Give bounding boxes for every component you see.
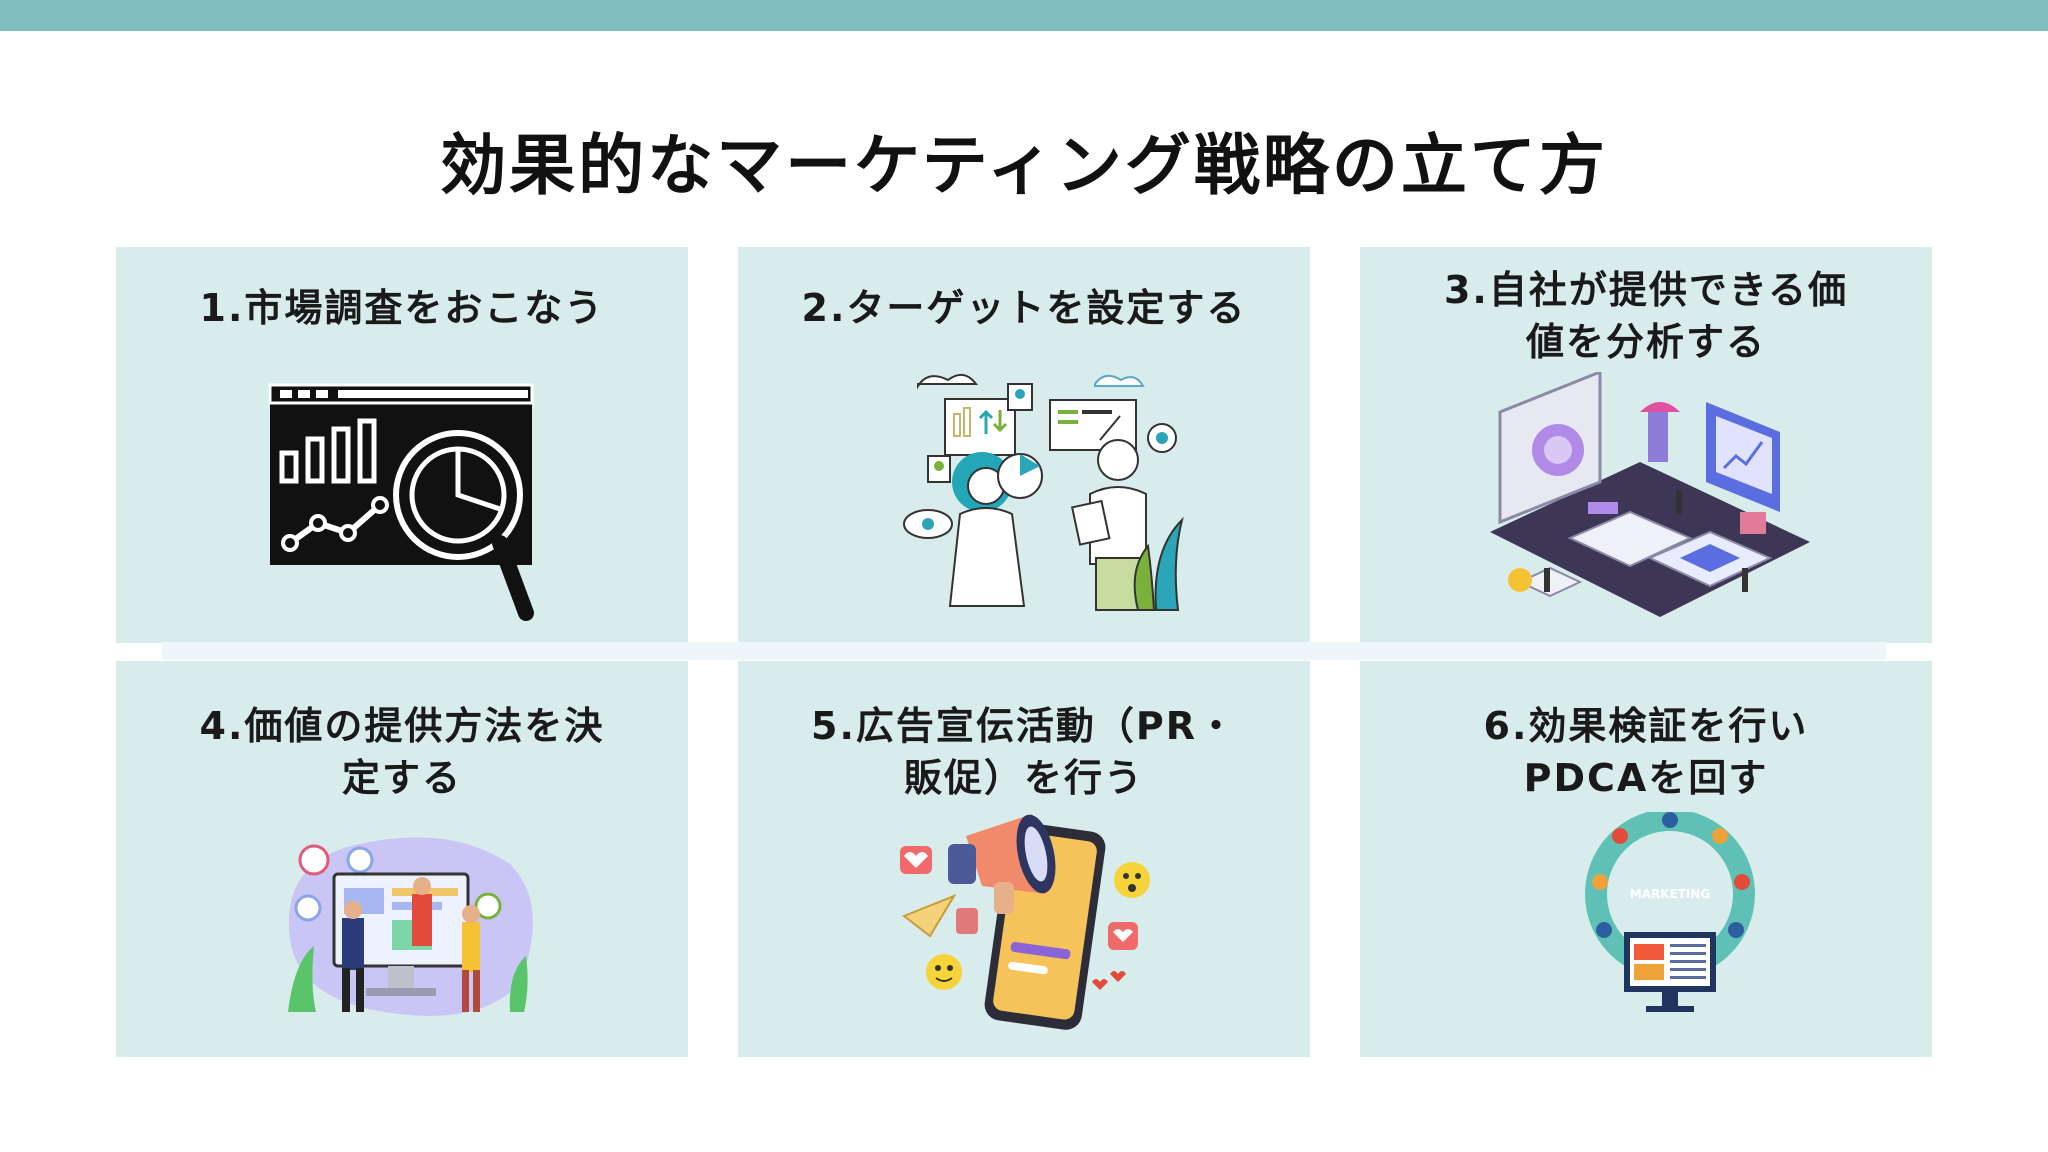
step-3-title-line1: 3.自社が提供できる価 — [1443, 268, 1849, 312]
step-6-title: 6.効果検証を行い PDCAを回す — [1380, 700, 1912, 804]
step-4-title-line1: 4.価値の提供方法を決 — [199, 704, 605, 748]
step-5-title-line2: 販促）を行う — [903, 756, 1144, 800]
step-card-2 — [738, 247, 1310, 643]
market-research-icon — [268, 383, 534, 621]
step-6-title-line1: 6.効果検証を行い — [1483, 704, 1809, 748]
step-1-title-line1: 1.市場調査をおこなう — [199, 286, 605, 330]
pdca-marketing-cycle-icon: MARKETING — [1585, 812, 1755, 1012]
row-divider — [162, 642, 1886, 660]
step-4-title: 4.価値の提供方法を決 定する — [136, 700, 668, 804]
step-2-title-line1: 2.ターゲットを設定する — [801, 286, 1247, 330]
page-title: 効果的なマーケティング戦略の立て方 — [440, 127, 1608, 204]
step-1-title: 1.市場調査をおこなう — [136, 282, 668, 334]
marketing-label: MARKETING — [1630, 887, 1711, 901]
promotion-megaphone-phone-icon — [900, 814, 1150, 1030]
step-5-title-line1: 5.広告宣伝活動（PR・ — [811, 704, 1237, 748]
value-delivery-team-icon — [288, 837, 533, 1016]
step-2-title: 2.ターゲットを設定する — [758, 282, 1290, 334]
value-analysis-isometric-icon — [1490, 372, 1810, 617]
step-3-title: 3.自社が提供できる価 値を分析する — [1380, 264, 1912, 368]
step-5-title: 5.広告宣伝活動（PR・ 販促）を行う — [758, 700, 1290, 804]
top-accent-bar — [0, 0, 2048, 31]
step-4-title-line2: 定する — [341, 756, 462, 800]
step-3-title-line2: 値を分析する — [1525, 320, 1766, 364]
step-6-title-line2: PDCAを回す — [1523, 756, 1769, 800]
target-setting-people-icon — [903, 373, 1184, 611]
